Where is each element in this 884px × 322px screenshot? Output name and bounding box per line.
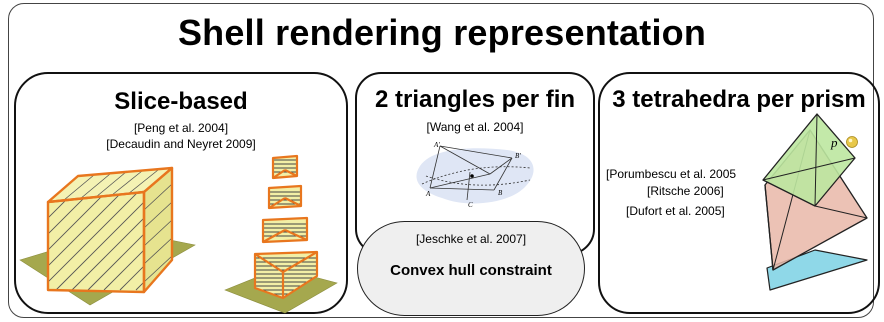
tetrahedra-title: 3 tetrahedra per prism (612, 86, 866, 113)
label-b-prime: B' (515, 152, 521, 160)
main-title: Shell rendering representation (177, 12, 707, 53)
triangles-title: 2 triangles per fin (374, 86, 576, 113)
label-b: B (498, 189, 503, 197)
label-a-prime: A' (433, 141, 440, 149)
ref-ritsche: [Ritsche 2006] (647, 184, 724, 198)
prism-tetrahedra-illustration: p (762, 113, 868, 291)
point-p-label: p (830, 135, 838, 150)
ref-dufort: [Dufort et al. 2005] (626, 204, 725, 218)
ref-peng: [Peng et al. 2004] (133, 121, 229, 135)
ref-jeschke: [Jeschke et al. 2007] (415, 232, 527, 246)
label-c: C (468, 201, 473, 209)
sample-point (470, 174, 474, 178)
slice-based-title: Slice-based (114, 88, 248, 115)
label-a: A (425, 190, 431, 198)
fin-triangles-illustration: A' B' A B C (416, 141, 534, 209)
ref-decaudin: [Decaudin and Neyret 2009] (106, 137, 256, 151)
convex-hull-title: Convex hull constraint (390, 262, 552, 279)
outer-frame (8, 3, 874, 318)
surface-blob (416, 148, 534, 204)
convex-hull-panel: [Jeschke et al. 2007] Convex hull constr… (357, 221, 585, 316)
stacked-slices-illustration (224, 154, 338, 314)
point-p-marker (846, 136, 858, 148)
slice-based-panel: Slice-based [Peng et al. 2004] [Decaudin… (14, 72, 348, 314)
ref-wang: [Wang et al. 2004] (426, 120, 524, 134)
sliced-cube-illustration (19, 166, 196, 306)
tetrahedra-panel: 3 tetrahedra per prism [Porumbescu et al… (598, 72, 880, 314)
ref-porumbescu: [Porumbescu et al. 2005 (606, 167, 737, 181)
